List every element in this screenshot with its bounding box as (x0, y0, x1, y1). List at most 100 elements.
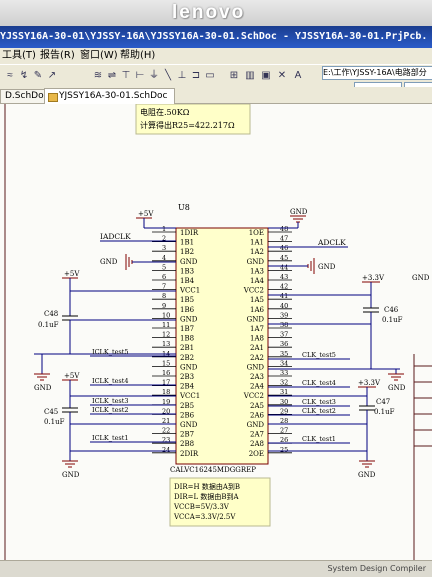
directive-icon[interactable]: ✕ (277, 70, 287, 81)
net-iclk-test2: ICLK_test2 (92, 406, 129, 414)
comp-icon[interactable]: ▥ (245, 70, 255, 81)
cap-c48-value: 0.1uF (38, 321, 59, 329)
pin-name: GND (180, 315, 198, 323)
net-iclk-test4: ICLK_test4 (92, 377, 129, 385)
net-icon[interactable]: ⇌ (107, 70, 117, 81)
text-icon[interactable]: A (294, 70, 302, 81)
wire-icon[interactable]: ≋ (93, 70, 103, 81)
note-bottom-l2: DIR=L 数据由B到A (174, 492, 240, 501)
pin-name: 2A6 (250, 411, 265, 419)
pin-number: 6 (162, 273, 166, 281)
gnd-label-left2: GND (34, 384, 52, 392)
pin-number: 4 (162, 254, 166, 262)
pin-number: 27 (280, 427, 288, 435)
schdoc-icon (48, 93, 58, 102)
pin-number: 9 (162, 302, 166, 310)
pin-number: 11 (162, 321, 170, 329)
pin-name: 1B4 (180, 277, 195, 285)
menu-tools[interactable]: 工具(T) (2, 50, 36, 61)
pin-name: 2B6 (180, 411, 195, 419)
pin-number: 34 (280, 359, 288, 367)
pin-name: GND (247, 315, 265, 323)
gnd-symbol-left2 (34, 373, 50, 381)
pin-name: 2B4 (180, 383, 195, 391)
window-title: YJSSY16A-30-01\YJSSY-16A\YJSSY16A-30-01.… (0, 31, 432, 42)
net-clk-test1: CLK_test1 (302, 435, 336, 443)
gnd-symbol-right (307, 258, 315, 274)
cap-c47: C47 (376, 398, 390, 406)
pin-number: 47 (280, 235, 288, 243)
gnd-symbol-right3 (359, 460, 375, 468)
pin-number: 8 (162, 292, 166, 300)
pin-name: 1A3 (250, 267, 264, 275)
bus-entry-icon[interactable]: ⊤ (121, 70, 131, 81)
note-top-line2: 计算得出R25=422.217Ω (140, 120, 235, 130)
pin-number: 48 (280, 225, 288, 233)
cap-c47-value: 0.1uF (374, 408, 395, 416)
pin-name: 2OE (249, 450, 264, 458)
pin-name: 2A3 (250, 373, 264, 381)
note-bottom-l4: VCCA=3.3V/2.5V (173, 513, 236, 521)
bus-tool-icon[interactable]: ↯ (19, 70, 29, 81)
harness-icon[interactable]: ⊐ (191, 70, 201, 81)
net-iclk-test5: ICLK_test5 (92, 348, 129, 356)
pin-number: 44 (280, 263, 288, 271)
pin-number: 10 (162, 311, 170, 319)
pin-name: 2B2 (180, 354, 194, 362)
pin-name: 2B1 (180, 344, 194, 352)
port-icon[interactable]: ⊢ (135, 70, 145, 81)
ic-part: CALVC16245MDGGREP (170, 466, 256, 474)
schematic-sheet[interactable]: 电阻在.50KΩ 计算得出R25=422.217Ω U8 CALVC16245M… (0, 103, 432, 560)
pin-name: 1B6 (180, 306, 195, 314)
pin-number: 23 (162, 436, 170, 444)
pin-number: 28 (280, 417, 288, 425)
pin-number: 30 (280, 398, 288, 406)
place-icon[interactable]: ↗ (47, 70, 57, 81)
pin-name: GND (180, 258, 198, 266)
pin-name: 2A2 (250, 354, 264, 362)
pin-number: 43 (280, 273, 288, 281)
tab-schdoc-active[interactable]: YJSSY16A-30-01.SchDoc (44, 88, 175, 104)
cap-c45-value: 0.1uF (44, 418, 65, 426)
net-iadclk: IADCLK (100, 232, 131, 241)
pin-name: 1B5 (180, 296, 194, 304)
part-icon[interactable]: ▭ (205, 70, 215, 81)
pin-number: 5 (162, 263, 166, 271)
pen-icon[interactable]: ✎ (33, 70, 43, 81)
ic-u8-body[interactable] (175, 227, 269, 465)
net-clk-test4: CLK_test4 (302, 379, 336, 387)
gnd-label-left3: GND (62, 471, 80, 479)
gnd-port-icon[interactable]: ⏚ (149, 70, 159, 81)
pin-name: 1B1 (180, 239, 194, 247)
gnd-symbol-left3 (62, 460, 78, 468)
pin-number: 13 (162, 340, 170, 348)
pin-number: 35 (280, 350, 288, 358)
pin-number: 26 (280, 436, 288, 444)
vcc-icon[interactable]: ⊥ (177, 70, 187, 81)
pin-name: 1A6 (250, 306, 265, 314)
nav-icon[interactable]: ▣ (261, 70, 271, 81)
pin-number: 37 (280, 331, 288, 339)
pin-name: VCC1 (179, 287, 200, 295)
gnd-label-right2: GND (388, 384, 406, 392)
window-title-bar[interactable]: YJSSY16A-30-01\YJSSY-16A\YJSSY16A-30-01.… (0, 26, 432, 48)
sheet-entry-icon[interactable]: ⊞ (229, 70, 239, 81)
net-clk-test2: CLK_test2 (302, 407, 336, 415)
pin-number: 20 (162, 407, 170, 415)
pin-number: 3 (162, 244, 166, 252)
ic-ref: U8 (178, 203, 190, 212)
pin-name: VCC1 (179, 392, 200, 400)
cap-c46-value: 0.1uF (382, 316, 403, 324)
note-top[interactable] (135, 103, 251, 135)
net-iclk-test3: ICLK_test3 (92, 397, 129, 405)
line-icon[interactable]: ╲ (164, 70, 172, 81)
pin-number: 19 (162, 398, 170, 406)
pin-name: 1A2 (250, 248, 264, 256)
menu-reports[interactable]: 报告(R) (40, 50, 75, 61)
menu-window[interactable]: 窗口(W) (80, 50, 118, 61)
wire-tool-icon[interactable]: ≈ (7, 70, 13, 81)
net-iclk-test1: ICLK_test1 (92, 434, 129, 442)
menu-help[interactable]: 帮助(H) (120, 50, 156, 61)
note-bottom[interactable] (169, 477, 271, 527)
path-field[interactable]: E:\工作\YJSSY-16A\电路部分 (322, 66, 432, 80)
